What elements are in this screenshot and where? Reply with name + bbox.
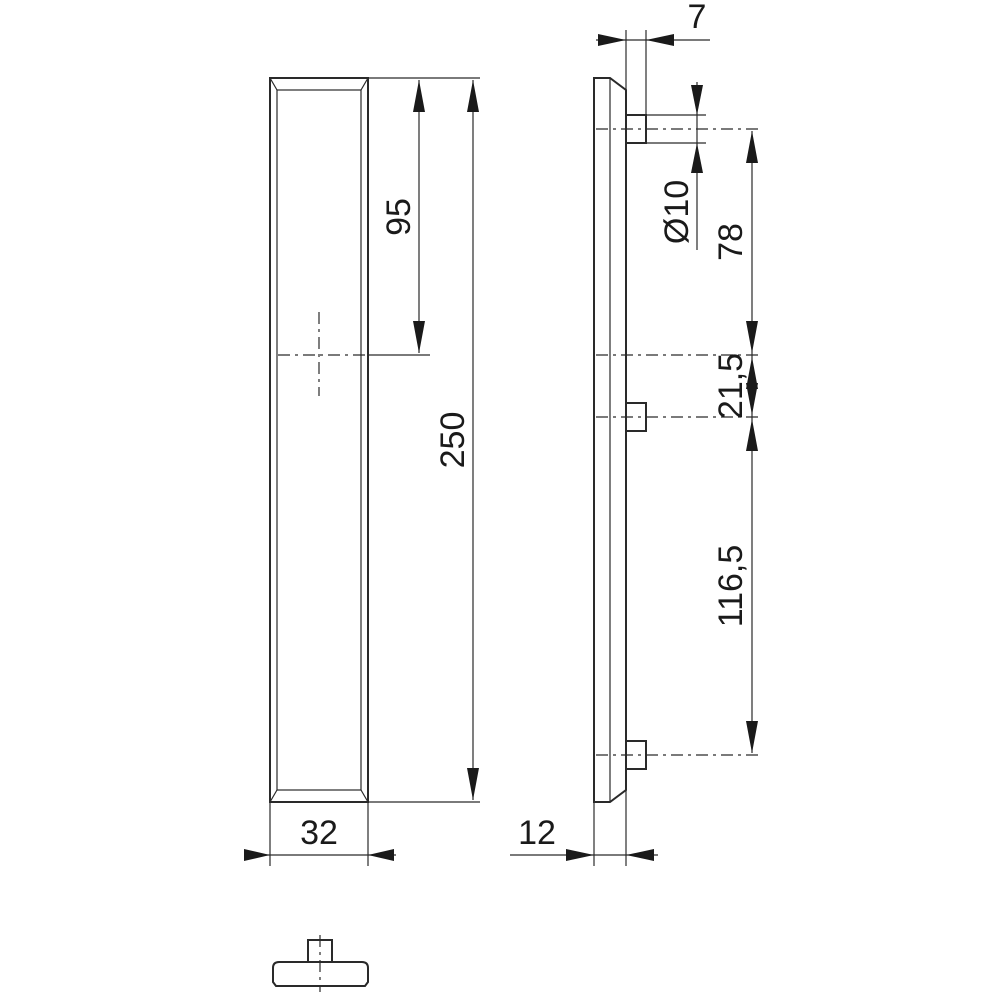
dim-label-78: 78 [712, 223, 750, 261]
arrow-12-right [626, 849, 654, 861]
arrow-95-top [413, 80, 425, 112]
front-view-inner-bevel [276, 89, 362, 791]
dimension-12: 12 [510, 790, 658, 866]
dim-label-21-5: 21,5 [712, 353, 750, 419]
bevel-corner-tl [269, 77, 278, 91]
arrow-32-left [244, 849, 270, 861]
dim-label-250: 250 [434, 412, 472, 469]
arrow-7-left [598, 34, 626, 46]
dimension-7: 7 [596, 0, 710, 115]
arrow-21-bottom [746, 383, 758, 415]
dim-label-diameter: Ø10 [658, 180, 696, 244]
arrow-12-left [566, 849, 594, 861]
arrow-dia-top [691, 85, 703, 115]
arrow-95-bottom [413, 321, 425, 353]
arrow-dia-bottom [691, 143, 703, 173]
arrow-78-top [746, 131, 758, 163]
arrow-250-bottom [467, 768, 479, 800]
arrow-32-right [368, 849, 394, 861]
dimension-32: 32 [244, 802, 396, 866]
arrow-250-top [467, 80, 479, 112]
dim-label-12: 12 [518, 814, 556, 852]
bevel-corner-bl [269, 789, 278, 803]
dimension-250: 250 [368, 80, 480, 803]
dim-label-95: 95 [380, 198, 418, 236]
bevel-corner-br [360, 789, 369, 803]
dim-label-116-5: 116,5 [712, 545, 750, 628]
bevel-corner-tr [360, 77, 369, 91]
dimension-diameter-10: Ø10 [646, 82, 706, 250]
end-view-outline [272, 961, 369, 987]
dimension-chain: 78 21,5 116,5 [712, 131, 758, 753]
dim-label-7: 7 [688, 0, 707, 36]
front-view [269, 77, 369, 803]
arrow-78-bottom [746, 321, 758, 353]
dim-label-32: 32 [300, 814, 338, 852]
end-view [272, 935, 369, 992]
arrow-116-top [746, 419, 758, 451]
arrow-7-right [646, 34, 674, 46]
arrow-21-top [746, 357, 758, 389]
arrow-116-bottom [746, 721, 758, 753]
dimension-95: 95 [368, 77, 480, 356]
front-view-outline [269, 77, 369, 803]
